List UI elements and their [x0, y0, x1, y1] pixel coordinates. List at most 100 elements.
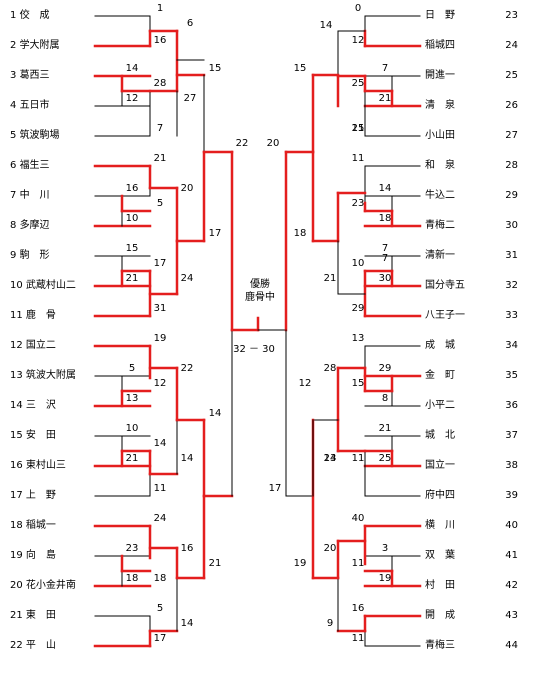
- score-label: 11: [351, 123, 365, 134]
- team-name: 五日市: [19, 100, 50, 111]
- team-name: 福生三: [19, 160, 50, 171]
- team-name-right: 小山田: [425, 130, 455, 141]
- score-label: 18: [125, 573, 139, 584]
- team-number: 4: [10, 100, 17, 111]
- team-number-right: 30: [505, 220, 518, 231]
- score-label: 14: [319, 20, 333, 31]
- team-name: 筑波駒場: [19, 130, 60, 141]
- team-entry-left: 9 駒 形: [10, 250, 50, 262]
- team-number-right: 39: [505, 490, 518, 501]
- team-entry-left: 16 東村山三: [10, 460, 66, 472]
- team-number-right: 37: [505, 430, 518, 441]
- score-label: 25: [351, 78, 365, 89]
- score-label: 14: [323, 453, 337, 464]
- team-name-right: 青梅二: [425, 220, 455, 231]
- score-label: 17: [153, 633, 167, 644]
- team-name-right: 青梅三: [425, 640, 455, 651]
- team-name-right: 城 北: [425, 430, 455, 441]
- team-name-right: 双 葉: [425, 550, 455, 561]
- team-number: 21: [10, 610, 23, 621]
- team-entry-left: 1 佼 成: [10, 10, 50, 22]
- score-label: 20: [323, 543, 337, 554]
- score-label: 15: [351, 378, 365, 389]
- score-label: 16: [153, 35, 167, 46]
- score-label: 16: [180, 543, 194, 554]
- team-number-right: 42: [505, 580, 518, 591]
- team-entry-left: 21 東 田: [10, 610, 56, 622]
- team-name-right: 日 野: [425, 10, 455, 21]
- score-label: 18: [378, 213, 392, 224]
- team-entry-left: 19 向 島: [10, 550, 56, 562]
- team-name: 三 沢: [25, 400, 56, 411]
- team-number-right: 34: [505, 340, 518, 351]
- score-label: 21: [378, 423, 392, 434]
- team-entry-left: 15 安 田: [10, 430, 56, 442]
- score-label: 13: [125, 393, 139, 404]
- score-label: 6: [186, 18, 194, 29]
- score-label: 22: [235, 138, 249, 149]
- score-label: 17: [153, 258, 167, 269]
- team-name-right: 金 町: [425, 370, 455, 381]
- score-label: 7: [156, 123, 164, 134]
- team-name: 国立二: [25, 340, 56, 351]
- score-label: 21: [323, 273, 337, 284]
- team-number-right: 29: [505, 190, 518, 201]
- team-number-right: 40: [505, 520, 518, 531]
- team-name-right: 八王子一: [425, 310, 465, 321]
- team-entry-left: 7 中 川: [10, 190, 50, 202]
- team-name: 花小金井南: [25, 580, 76, 591]
- team-number-right: 31: [505, 250, 518, 261]
- team-name: 稲城一: [25, 520, 56, 531]
- team-name: 多摩辺: [19, 220, 50, 231]
- team-number: 19: [10, 550, 23, 561]
- team-name: 学大附属: [19, 40, 60, 51]
- score-label: 11: [351, 633, 365, 644]
- score-label: 23: [125, 543, 139, 554]
- score-label: 20: [180, 183, 194, 194]
- team-name: 筑波大附属: [25, 370, 76, 381]
- team-number: 9: [10, 250, 17, 261]
- team-number: 14: [10, 400, 23, 411]
- team-number-right: 41: [505, 550, 518, 561]
- score-label: 14: [378, 183, 392, 194]
- team-name: 駒 形: [19, 250, 50, 261]
- score-label: 0: [354, 3, 362, 14]
- score-label: 40: [351, 513, 365, 524]
- team-entry-left: 20 花小金井南: [10, 580, 76, 592]
- score-label: 27: [183, 93, 197, 104]
- team-number-right: 24: [505, 40, 518, 51]
- team-name-right: 清 泉: [425, 100, 455, 111]
- score-label: 31: [153, 303, 167, 314]
- score-label: 10: [125, 213, 139, 224]
- team-name: 東 田: [25, 610, 56, 621]
- team-entry-left: 18 稲城一: [10, 520, 56, 532]
- score-label: 22: [180, 363, 194, 374]
- team-number-right: 36: [505, 400, 518, 411]
- team-number-right: 26: [505, 100, 518, 111]
- team-name-right: 開進一: [425, 70, 455, 81]
- team-number-right: 38: [505, 460, 518, 471]
- team-entry-left: 2 学大附属: [10, 40, 60, 52]
- score-label: 11: [351, 453, 365, 464]
- score-label: 15: [208, 63, 222, 74]
- team-number: 3: [10, 70, 17, 81]
- team-name-right: 国分寺五: [425, 280, 465, 291]
- champion-team: 鹿骨中: [245, 292, 275, 303]
- score-label: 11: [351, 153, 365, 164]
- score-label: 12: [125, 93, 139, 104]
- team-entry-left: 4 五日市: [10, 100, 50, 112]
- team-number: 18: [10, 520, 23, 531]
- team-name: 武蔵村山二: [25, 280, 76, 291]
- score-label: 16: [351, 603, 365, 614]
- team-name: 佼 成: [19, 10, 50, 21]
- score-label: 11: [153, 483, 167, 494]
- team-name: 上 野: [25, 490, 56, 501]
- team-number: 15: [10, 430, 23, 441]
- team-number: 8: [10, 220, 17, 231]
- score-label: 12: [153, 378, 167, 389]
- score-label: 14: [180, 618, 194, 629]
- team-number-right: 44: [505, 640, 518, 651]
- team-name: 平 山: [25, 640, 56, 651]
- score-label: 21: [208, 558, 222, 569]
